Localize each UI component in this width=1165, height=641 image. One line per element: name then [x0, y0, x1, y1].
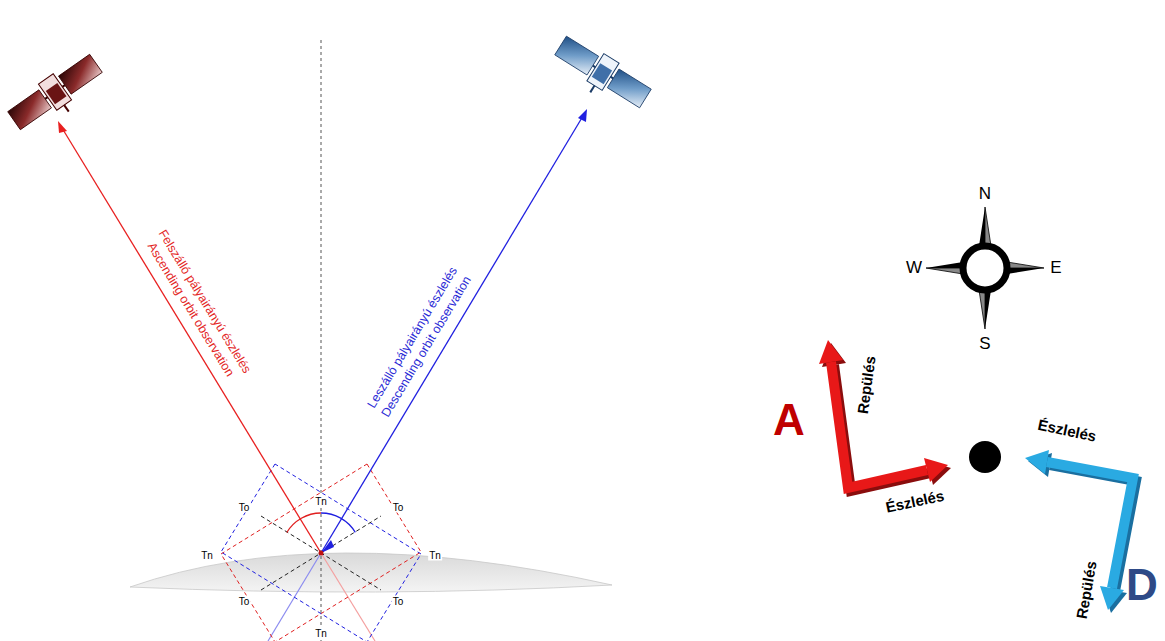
arrowhead — [58, 121, 67, 133]
compass-letter: S — [979, 335, 990, 354]
axis-label: To — [392, 502, 405, 513]
compass-rose — [926, 207, 1044, 329]
orbit-letter: D — [1126, 561, 1158, 609]
orbit-label: Felszálló pályairányú észlelés — [155, 228, 253, 376]
direction-label: Repülés — [1074, 560, 1100, 620]
target-dot — [969, 441, 1001, 473]
target-point — [319, 551, 324, 556]
compass-letter: N — [979, 185, 991, 204]
orthogonal-axis — [261, 516, 381, 590]
satellite — [5, 50, 110, 140]
ascending-arrows — [819, 340, 951, 491]
direction-label: Észlelés — [884, 488, 945, 516]
compass-letter: E — [1050, 259, 1061, 278]
angle-label: Tn — [314, 628, 328, 639]
ascending-frame — [221, 464, 421, 641]
incidence-arc — [287, 513, 321, 533]
arrowhead — [578, 109, 587, 122]
axis-label: Tn — [200, 550, 214, 561]
ascending-line-of-sight — [62, 128, 321, 553]
orbit-label: Ascending orbit observation — [144, 241, 236, 380]
compass-letter: W — [906, 259, 922, 278]
axis-label: To — [238, 502, 251, 513]
direction-label: Észlelés — [1036, 417, 1097, 445]
descending-frame — [221, 464, 421, 641]
orbit-label: Descending orbit observation — [379, 274, 474, 420]
orbit-label: Leszálló pályairányú észlelés — [365, 265, 460, 411]
direction-label: Repülés — [855, 355, 879, 415]
arrowhead — [321, 540, 334, 553]
angle-label: Tn — [314, 496, 328, 507]
satellite — [548, 32, 654, 119]
incidence-arc — [321, 513, 355, 532]
descending-line-of-sight — [321, 116, 583, 553]
orbit-letter: A — [773, 396, 805, 444]
axis-label: To — [392, 596, 405, 607]
axis-label: To — [238, 596, 251, 607]
orthogonal-axis — [261, 516, 381, 590]
axis-label: Tn — [428, 550, 442, 561]
